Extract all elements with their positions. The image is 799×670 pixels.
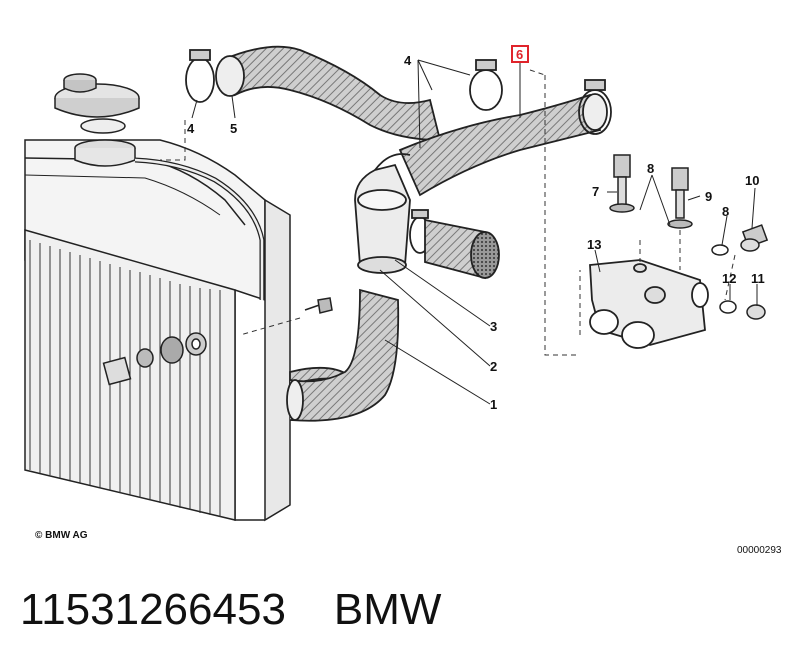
part-number: 11531266453	[20, 585, 286, 634]
hose-clamp-right	[578, 79, 612, 135]
thermostat-housing	[589, 259, 709, 349]
temperature-sensor-9	[667, 167, 693, 229]
callout-13: 13	[587, 237, 601, 252]
callout-10: 10	[745, 173, 759, 188]
callouts: 1 2 3 4 4 5 6 7 8 8 9 10 11 12 13	[187, 47, 765, 412]
radiator-cap	[54, 73, 140, 134]
callout-7: 7	[592, 184, 599, 199]
callout-4-top: 4	[404, 53, 412, 68]
callout-8-right: 8	[722, 204, 729, 219]
copyright-notice: © BMW AG	[35, 530, 88, 541]
callout-9: 9	[705, 189, 712, 204]
drain-plug-assembly	[102, 332, 207, 386]
highlight-box	[511, 45, 529, 63]
callout-5: 5	[230, 121, 237, 136]
hose-clamp-left	[185, 49, 215, 103]
callout-8-top: 8	[647, 161, 654, 176]
hose-clamp-top	[469, 59, 503, 111]
sensor-10-and-washers	[711, 224, 769, 320]
figure-number: 00000293	[737, 545, 782, 556]
callout-4-left: 4	[187, 121, 195, 136]
brand-name: BMW	[333, 585, 442, 634]
upper-hose	[215, 45, 442, 141]
parts-diagram: 1 2 3 4 4 5 6 7 8 8 9 10 11 12 13 © BMW …	[24, 45, 782, 556]
callout-3: 3	[490, 319, 497, 334]
callout-1: 1	[490, 397, 497, 412]
radiator	[24, 139, 291, 522]
lower-hose	[286, 288, 400, 422]
assembly-lines	[160, 69, 736, 356]
callout-11: 11	[751, 271, 765, 286]
water-outlet-pipe	[354, 153, 411, 274]
bleed-screw	[304, 297, 333, 314]
short-hose-3	[424, 218, 500, 280]
leader-lines	[191, 59, 758, 405]
callout-6: 6	[516, 47, 523, 62]
callout-12: 12	[722, 271, 736, 286]
coolant-hose-6	[398, 93, 608, 197]
caption: 11531266453 BMW	[20, 585, 441, 645]
callout-2: 2	[490, 359, 497, 374]
temperature-sensor-7	[609, 154, 635, 213]
